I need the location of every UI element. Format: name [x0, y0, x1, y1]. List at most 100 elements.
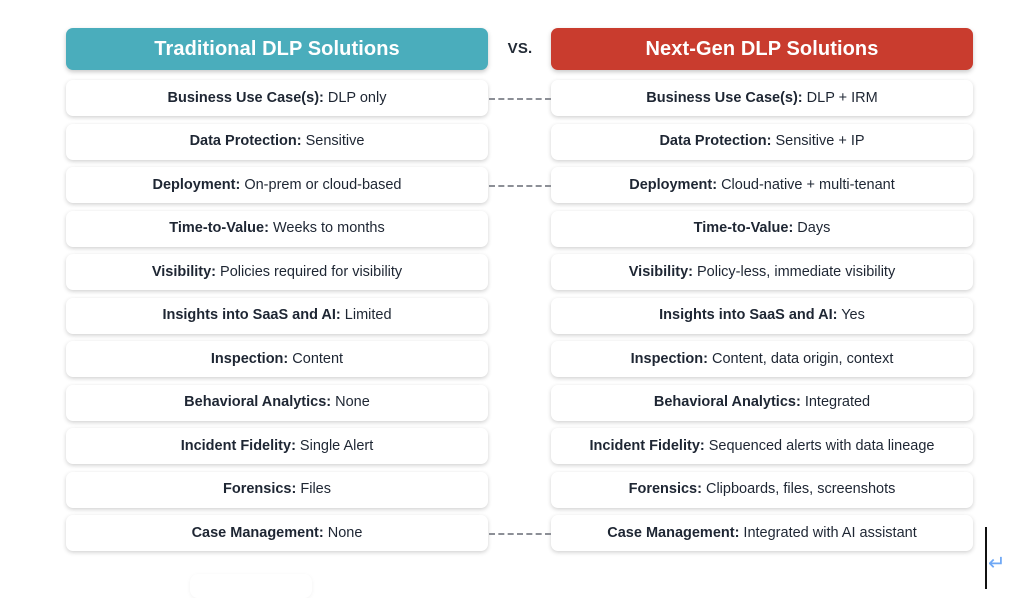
comparison-row-value: Content, data origin, context: [707, 350, 894, 367]
comparison-row: Case Management: None: [66, 515, 488, 551]
comparison-row-value: On-prem or cloud-based: [240, 176, 402, 193]
comparison-row-text: Visibility: Policies required for visibi…: [152, 265, 402, 280]
comparison-row-label: Deployment:: [629, 176, 718, 193]
comparison-row-value: Weeks to months: [268, 220, 385, 237]
comparison-row: Insights into SaaS and AI: Limited: [66, 297, 488, 334]
comparison-row-text: Insights into SaaS and AI: Yes: [659, 308, 865, 323]
comparison-row-label: Insights into SaaS and AI:: [162, 307, 341, 324]
comparison-row: Business Use Case(s): DLP only: [66, 80, 488, 116]
comparison-row-label: Forensics:: [223, 481, 297, 498]
comparison-row: Visibility: Policy-less, immediate visib…: [551, 254, 973, 290]
text-caret: [985, 527, 987, 589]
comparison-row-value: Sensitive: [301, 133, 365, 150]
comparison-row-value: Clipboards, files, screenshots: [701, 481, 896, 498]
comparison-row-value: Integrated: [800, 394, 871, 411]
comparison-row-value: Single Alert: [295, 437, 374, 454]
comparison-row-value: Content: [288, 350, 344, 367]
comparison-row-label: Behavioral Analytics:: [653, 394, 801, 411]
comparison-row: Behavioral Analytics: Integrated: [551, 384, 973, 421]
row-connector-dashed: [489, 98, 551, 100]
comparison-row-value: Integrated with AI assistant: [739, 524, 917, 541]
comparison-row: Forensics: Clipboards, files, screenshot…: [551, 471, 973, 508]
comparison-row: Forensics: Files: [66, 471, 488, 508]
comparison-row-label: Data Protection:: [189, 133, 302, 150]
comparison-row-label: Inspection:: [210, 350, 289, 367]
comparison-row: Insights into SaaS and AI: Yes: [551, 297, 973, 334]
comparison-row: Data Protection: Sensitive: [66, 123, 488, 160]
comparison-row-label: Forensics:: [628, 481, 702, 498]
comparison-row: Case Management: Integrated with AI assi…: [551, 515, 973, 551]
comparison-row-value: Cloud-native + multi-tenant: [717, 176, 895, 193]
comparison-row-value: Policies required for visibility: [216, 263, 403, 280]
comparison-row: Time-to-Value: Weeks to months: [66, 210, 488, 247]
comparison-row-value: Policy-less, immediate visibility: [692, 263, 896, 280]
comparison-row-text: Data Protection: Sensitive: [190, 134, 365, 149]
comparison-row: Incident Fidelity: Single Alert: [66, 428, 488, 464]
comparison-row: Time-to-Value: Days: [551, 210, 973, 247]
comparison-row-text: Time-to-Value: Days: [694, 221, 831, 236]
comparison-row-text: Inspection: Content, data origin, contex…: [631, 352, 894, 367]
comparison-row-text: Forensics: Clipboards, files, screenshot…: [629, 482, 896, 497]
comparison-row-label: Data Protection:: [659, 133, 772, 150]
comparison-row: Incident Fidelity: Sequenced alerts with…: [551, 428, 973, 464]
nextgen-dlp-rows: Business Use Case(s): DLP + IRM Data Prot…: [551, 80, 973, 551]
comparison-row: Inspection: Content: [66, 341, 488, 377]
comparison-row-value: Files: [296, 481, 331, 498]
comparison-row-value: Days: [793, 220, 831, 237]
cursor-group: ↵: [985, 527, 1019, 589]
comparison-row-label: Incident Fidelity:: [180, 437, 296, 454]
comparison-row-text: Behavioral Analytics: Integrated: [654, 395, 870, 410]
comparison-row-text: Insights into SaaS and AI: Limited: [162, 308, 391, 323]
comparison-row-label: Case Management:: [191, 524, 324, 541]
comparison-row-value: Sequenced alerts with data lineage: [704, 437, 935, 454]
comparison-row: Behavioral Analytics: None: [66, 384, 488, 421]
comparison-row-label: Insights into SaaS and AI:: [659, 307, 838, 324]
comparison-row-text: Incident Fidelity: Single Alert: [181, 439, 374, 454]
comparison-row: Data Protection: Sensitive + IP: [551, 123, 973, 160]
comparison-row-label: Deployment:: [152, 176, 241, 193]
partial-row-cutoff: [190, 574, 312, 598]
comparison-row-label: Behavioral Analytics:: [184, 394, 332, 411]
comparison-row: Deployment: On-prem or cloud-based: [66, 167, 488, 203]
comparison-row-value: Sensitive + IP: [771, 133, 865, 150]
comparison-row: Inspection: Content, data origin, contex…: [551, 341, 973, 377]
comparison-row-label: Visibility:: [628, 263, 693, 280]
comparison-row-text: Business Use Case(s): DLP + IRM: [646, 91, 877, 106]
comparison-row-label: Business Use Case(s):: [167, 89, 324, 106]
nextgen-dlp-column: Next-Gen DLP Solutions Business Use Case…: [551, 28, 973, 559]
comparison-row-text: Incident Fidelity: Sequenced alerts with…: [590, 439, 935, 454]
comparison-row-text: Time-to-Value: Weeks to months: [169, 221, 384, 236]
comparison-row-text: Visibility: Policy-less, immediate visib…: [629, 265, 895, 280]
comparison-row-text: Inspection: Content: [211, 352, 343, 367]
comparison-row-text: Forensics: Files: [223, 482, 331, 497]
return-arrow-icon[interactable]: ↵: [988, 551, 1006, 575]
comparison-row: Business Use Case(s): DLP + IRM: [551, 80, 973, 116]
comparison-row: Visibility: Policies required for visibi…: [66, 254, 488, 290]
comparison-row-label: Visibility:: [151, 263, 217, 280]
nextgen-dlp-header: Next-Gen DLP Solutions: [551, 28, 973, 70]
row-connector-dashed: [489, 185, 551, 187]
comparison-row-text: Case Management: Integrated with AI assi…: [607, 526, 916, 541]
comparison-row-value: Limited: [340, 307, 392, 324]
comparison-row-value: Yes: [837, 307, 865, 324]
comparison-row-label: Inspection:: [630, 350, 708, 367]
comparison-row-text: Data Protection: Sensitive + IP: [659, 134, 864, 149]
traditional-dlp-column: Traditional DLP Solutions Business Use C…: [66, 28, 488, 559]
comparison-row-text: Business Use Case(s): DLP only: [168, 91, 387, 106]
comparison-row-text: Behavioral Analytics: None: [184, 395, 370, 410]
comparison-row-value: DLP only: [323, 89, 387, 106]
comparison-row-label: Case Management:: [607, 524, 740, 541]
comparison-row-label: Incident Fidelity:: [589, 437, 705, 454]
comparison-row-label: Time-to-Value:: [169, 220, 269, 237]
comparison-row-text: Deployment: On-prem or cloud-based: [152, 178, 401, 193]
comparison-row-text: Deployment: Cloud-native + multi-tenant: [629, 178, 895, 193]
comparison-row-label: Time-to-Value:: [693, 220, 794, 237]
row-connector-dashed: [489, 533, 551, 535]
comparison-row-value: DLP + IRM: [802, 89, 878, 106]
vs-label: VS.: [507, 40, 533, 57]
comparison-row-value: None: [323, 524, 363, 541]
comparison-row-label: Business Use Case(s):: [646, 89, 803, 106]
comparison-row: Deployment: Cloud-native + multi-tenant: [551, 167, 973, 203]
